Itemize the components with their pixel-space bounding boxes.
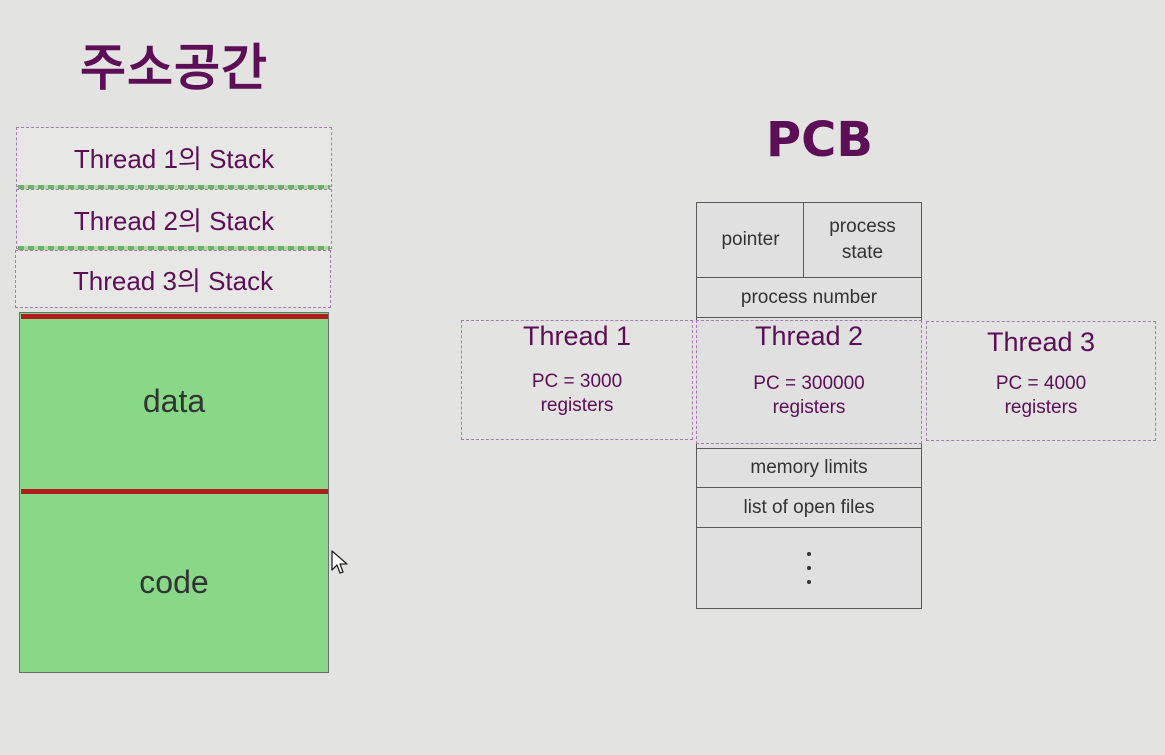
thread-2-title: Thread 2: [754, 321, 864, 351]
data-segment-label: data: [142, 383, 206, 419]
thread-1-stack: Thread 1의 Stack: [16, 127, 332, 187]
thread-1-registers: registers: [540, 395, 614, 416]
pcb-process-number-label: process number: [740, 286, 878, 308]
thread-3-registers: registers: [1004, 397, 1078, 418]
pcb-more-fields-cell: [696, 527, 922, 609]
thread-2-registers: registers: [772, 397, 846, 418]
pcb-memory-limits-label: memory limits: [750, 457, 868, 478]
pcb-pointer-label: pointer: [721, 229, 780, 250]
thread-3-title: Thread 3: [986, 327, 1096, 357]
code-segment-top-divider: [21, 489, 328, 494]
pcb-title: PCB: [766, 112, 873, 168]
pcb-open-files-label: list of open files: [743, 496, 875, 518]
thread-3-stack: Thread 3의 Stack: [15, 250, 331, 308]
code-segment-label: code: [139, 564, 209, 600]
thread-2-context: Thread 2 PC = 300000 registers: [696, 320, 922, 444]
stack-divider: [18, 185, 330, 189]
thread-3-pc: PC = 4000: [995, 373, 1087, 394]
thread-2-stack: Thread 2의 Stack: [16, 189, 332, 249]
pcb-memory-limits-cell: memory limits: [696, 448, 922, 488]
pcb-process-state-label: process state: [829, 216, 896, 263]
mouse-cursor-icon: [331, 550, 348, 574]
thread-3-context: Thread 3 PC = 4000 registers: [926, 321, 1156, 441]
pcb-pointer-cell: pointer: [696, 202, 805, 278]
thread-2-pc: PC = 300000: [753, 373, 865, 394]
address-space-title: 주소공간: [80, 39, 268, 97]
thread-1-pc: PC = 3000: [531, 371, 623, 392]
pcb-open-files-cell: list of open files: [696, 487, 922, 528]
stack-divider: [18, 246, 330, 250]
data-segment-top-divider: [21, 314, 328, 319]
pcb-process-number-cell: process number: [696, 277, 922, 318]
thread-1-title: Thread 1: [522, 321, 632, 351]
pcb-process-state-cell: process state: [803, 202, 922, 278]
thread-1-context: Thread 1 PC = 3000 registers: [461, 320, 693, 440]
vertical-ellipsis-icon: [807, 552, 811, 584]
